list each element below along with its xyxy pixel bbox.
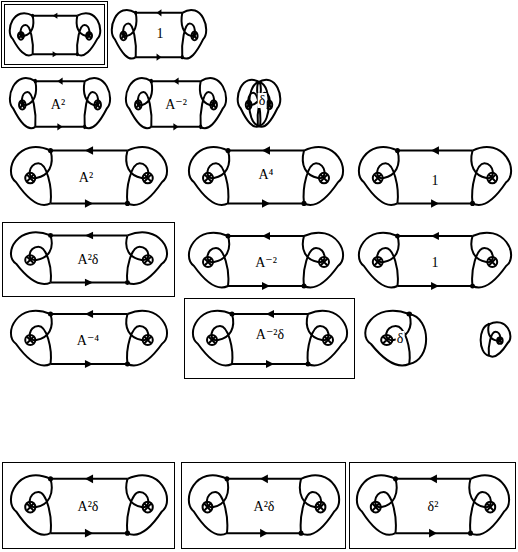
- weight-label: A²: [50, 97, 66, 112]
- state-weight: δ: [258, 91, 267, 109]
- weight-label: 1: [431, 255, 440, 270]
- state-weight: δ: [396, 329, 405, 347]
- weight-label: A⁴: [258, 167, 275, 182]
- state-weight: δ²: [427, 497, 440, 515]
- weight-label: 1: [156, 26, 165, 41]
- state-weight: A²δ: [77, 250, 100, 268]
- state-weight: A⁻²: [164, 95, 188, 113]
- weight-label: A⁻²: [254, 255, 278, 270]
- state-weight: A⁻²: [254, 253, 278, 271]
- weight-label: A²δ: [77, 499, 100, 514]
- weight-label: δ: [396, 331, 405, 346]
- weight-label: A⁻²: [164, 97, 188, 112]
- state-weight: A⁻²δ: [255, 325, 285, 343]
- state-weight: 1: [431, 171, 440, 189]
- weight-label: A²: [78, 170, 94, 185]
- weight-label: A⁻²δ: [255, 327, 285, 342]
- weight-label: A²δ: [77, 252, 100, 267]
- state-weight: A²: [78, 168, 94, 186]
- weight-label: 1: [431, 173, 440, 188]
- weight-label: A²δ: [253, 499, 276, 514]
- state-weight: A⁻⁴: [76, 331, 100, 349]
- state-weight: A²δ: [253, 497, 276, 515]
- weight-label: A⁻⁴: [76, 333, 100, 348]
- state-weight: A²: [50, 95, 66, 113]
- state-weight: A²δ: [77, 497, 100, 515]
- weight-label: δ: [258, 93, 267, 108]
- weight-label: δ²: [427, 499, 440, 514]
- state-weight: A⁴: [258, 165, 275, 183]
- state-weight: 1: [156, 24, 165, 42]
- state-weight: 1: [431, 253, 440, 271]
